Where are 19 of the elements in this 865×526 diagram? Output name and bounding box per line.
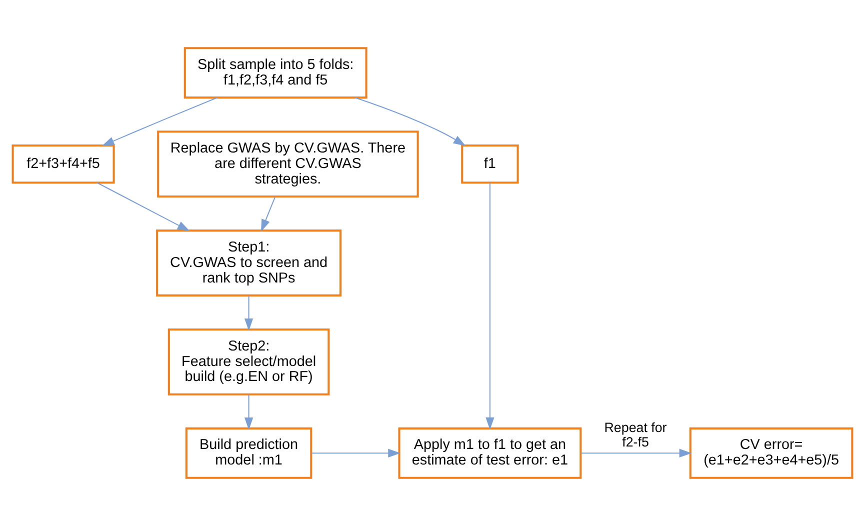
arrow [311,448,401,458]
node-box: Split sample into 5 folds: f1,f2,f3,f4 and f5 [184,47,368,99]
arrow [580,448,692,458]
node-box: Step1: CV.GWAS to screen and rank top SNPs [156,230,342,296]
node-box: Replace GWAS by CV.GWAS. There are different CV.GWAS strategies. [157,130,419,198]
arrow [244,295,254,331]
arrow [486,182,494,430]
node-box: Apply m1 to f1 to get an estimate of test error: e1 [398,427,582,479]
arrow [261,196,276,232]
arrow [102,97,218,146]
arrow [244,394,254,430]
node-box: f1 [461,144,519,184]
node-box: Step2: Feature select/model build (e.g.EN or RF) [168,328,330,396]
arrow [354,97,466,146]
node-box: Build prediction model :m1 [185,427,312,479]
edge-label: Repeat for f2-f5 [604,420,667,450]
arrow [96,182,190,232]
node-box: f2+f3+f4+f5 [12,144,115,184]
node-box: CV error= (e1+e2+e3+e4+e5)/5 [689,427,854,479]
